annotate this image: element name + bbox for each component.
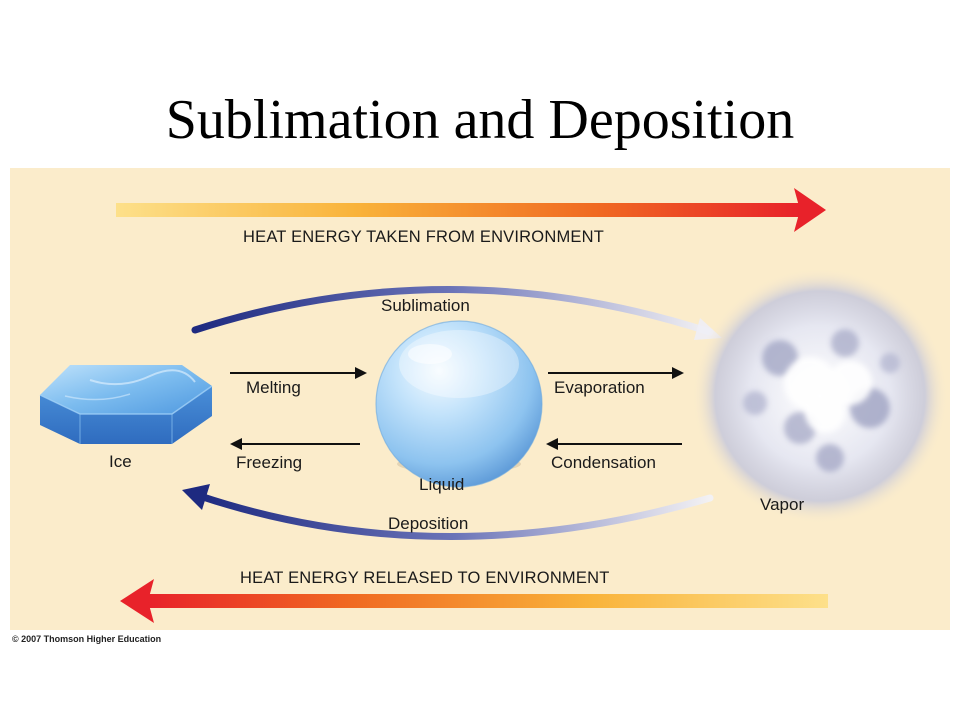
vapor-cloud-image: [692, 268, 948, 524]
vapor-label: Vapor: [760, 495, 805, 514]
ice-crystal-image: [39, 365, 213, 444]
evaporation-arrow: [548, 367, 684, 379]
condensation-arrow: [546, 438, 682, 450]
diagram-panel: HEAT ENERGY TAKEN FROM ENVIRONMENT HEAT …: [10, 168, 950, 630]
melting-arrow: [230, 367, 367, 379]
heat-released-label: HEAT ENERGY RELEASED TO ENVIRONMENT: [240, 569, 610, 587]
melting-label: Melting: [246, 378, 301, 397]
heat-released-arrow: [120, 579, 828, 623]
deposition-label: Deposition: [388, 514, 469, 533]
sublimation-label: Sublimation: [381, 296, 470, 315]
freezing-arrow: [230, 438, 360, 450]
deposition-arrow: [182, 484, 714, 540]
liquid-label: Liquid: [419, 475, 465, 494]
heat-taken-arrow: [116, 188, 826, 232]
freezing-label: Freezing: [236, 453, 303, 472]
liquid-sphere-image: [375, 320, 543, 488]
copyright-notice: © 2007 Thomson Higher Education: [12, 634, 162, 644]
ice-label: Ice: [109, 452, 132, 471]
heat-taken-label: HEAT ENERGY TAKEN FROM ENVIRONMENT: [243, 228, 604, 246]
condensation-label: Condensation: [551, 453, 656, 472]
diagram-graphics: [39, 188, 948, 623]
slide-title: Sublimation and Deposition: [165, 89, 795, 151]
evaporation-label: Evaporation: [554, 378, 645, 397]
